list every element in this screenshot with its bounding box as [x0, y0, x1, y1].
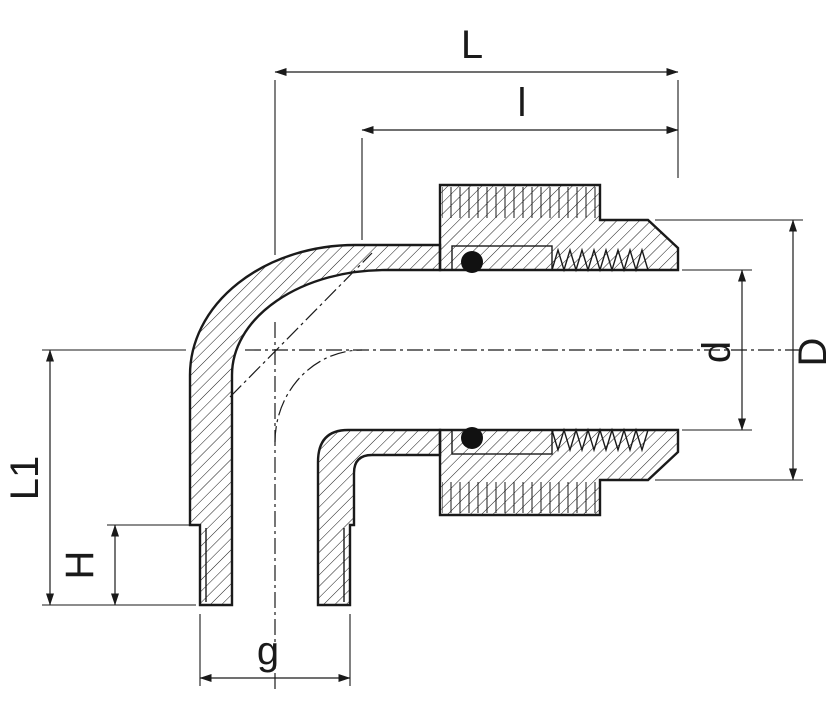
oring-top	[461, 251, 483, 273]
nut-knurling-bottom	[442, 482, 598, 513]
oring-bottom	[461, 427, 483, 449]
thread-profile-bottom	[551, 427, 649, 453]
dimension-L1: L1	[3, 349, 196, 606]
dimension-l: l	[361, 81, 679, 240]
dim-label-H: H	[58, 551, 102, 580]
dim-label-D: D	[791, 338, 834, 367]
dimension-H: H	[58, 524, 196, 606]
miter-centerline	[229, 252, 373, 398]
fitting-body	[188, 183, 680, 607]
oring-groove-bottom	[451, 429, 553, 455]
dimension-D: D	[655, 219, 834, 481]
thread-profile-top	[551, 247, 649, 273]
dim-label-l: l	[518, 81, 527, 125]
dim-label-L1: L1	[3, 456, 47, 501]
dim-label-g: g	[257, 629, 279, 673]
dim-label-L: L	[461, 23, 483, 67]
bend-centerline-arc	[274, 349, 363, 443]
elbow-inner-wall	[316, 428, 442, 607]
oring-groove-top	[451, 245, 553, 271]
dimension-g: g	[199, 614, 351, 686]
centerlines	[229, 252, 802, 692]
dimension-d: d	[682, 269, 752, 431]
dim-label-d: d	[695, 341, 739, 363]
elbow-outer-wall	[188, 243, 442, 607]
nut-knurling-top	[442, 187, 598, 218]
